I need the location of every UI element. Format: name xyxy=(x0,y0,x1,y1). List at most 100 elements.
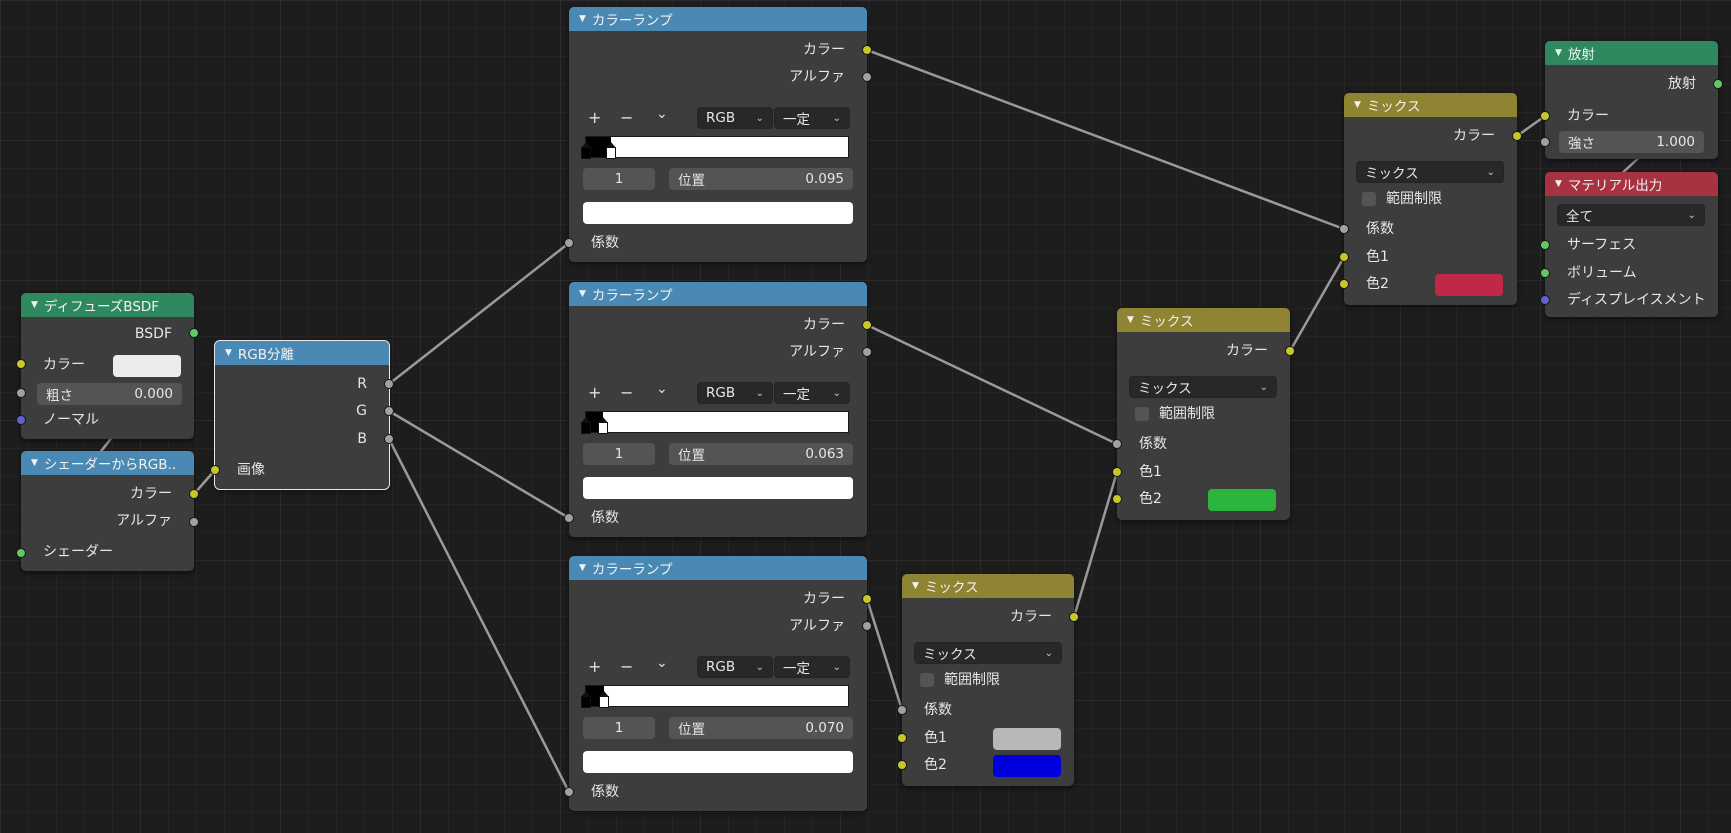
bsdf-output-socket[interactable] xyxy=(189,328,199,338)
diffuse-bsdf-header[interactable]: ▼ディフューズBSDF xyxy=(21,293,194,317)
color-input-socket[interactable] xyxy=(1540,111,1550,121)
blend-mode-dropdown[interactable]: ミックス⌄ xyxy=(1129,376,1277,398)
b-output-socket[interactable] xyxy=(384,434,394,444)
node-link-4[interactable] xyxy=(387,409,571,520)
stop-index-field[interactable]: 1 xyxy=(583,717,655,739)
color-ramp-gradient[interactable] xyxy=(581,136,849,159)
color1-input-socket[interactable] xyxy=(1112,467,1122,477)
color-output-socket[interactable] xyxy=(189,489,199,499)
color-stop-0[interactable] xyxy=(581,691,591,708)
color-ramp-header[interactable]: ▼カラーランプ xyxy=(569,556,867,580)
stop-index-field[interactable]: 1 xyxy=(583,168,655,190)
mix-header[interactable]: ▼ミックス xyxy=(1117,308,1290,332)
displacement-input-socket[interactable] xyxy=(1540,295,1550,305)
remove-stop-button[interactable]: − xyxy=(620,657,634,676)
factor-input-socket[interactable] xyxy=(564,787,574,797)
separate-rgb-node[interactable]: ▼RGB分離 R G B 画像 xyxy=(210,340,394,490)
color-output-socket[interactable] xyxy=(1069,612,1079,622)
color-output-socket[interactable] xyxy=(862,45,872,55)
node-link-8[interactable] xyxy=(865,597,904,712)
g-output-socket[interactable] xyxy=(384,406,394,416)
render-target-dropdown[interactable]: 全て⌄ xyxy=(1557,204,1705,226)
image-input-socket[interactable] xyxy=(210,465,220,475)
clamp-checkbox[interactable] xyxy=(1135,407,1149,421)
stop-index-field[interactable]: 1 xyxy=(583,443,655,465)
collapse-arrow-icon[interactable]: ▼ xyxy=(912,581,919,591)
blend-mode-dropdown[interactable]: ミックス⌄ xyxy=(1356,161,1504,183)
color2-swatch[interactable] xyxy=(993,755,1061,777)
material-output-node[interactable]: ▼マテリアル出力 全て⌄ サーフェス ボリューム ディスプレイスメント xyxy=(1540,172,1718,317)
r-output-socket[interactable] xyxy=(384,379,394,389)
collapse-arrow-icon[interactable]: ▼ xyxy=(1127,315,1134,325)
factor-input-socket[interactable] xyxy=(564,513,574,523)
stop-color-field[interactable] xyxy=(583,477,853,499)
ramp-menu-chevron-icon[interactable]: ⌄ xyxy=(656,106,668,122)
shader-to-rgb-node[interactable]: ▼シェーダーからRGB.. カラー アルファ シェーダー xyxy=(16,451,199,571)
factor-input-socket[interactable] xyxy=(1339,224,1349,234)
add-stop-button[interactable]: + xyxy=(588,108,602,127)
collapse-arrow-icon[interactable]: ▼ xyxy=(31,458,38,468)
collapse-arrow-icon[interactable]: ▼ xyxy=(1555,48,1562,58)
color-stop-1[interactable] xyxy=(599,691,610,708)
color-ramp-header[interactable]: ▼カラーランプ xyxy=(569,7,867,31)
color-input-socket[interactable] xyxy=(16,359,26,369)
color1-input-socket[interactable] xyxy=(1339,252,1349,262)
color-output-socket[interactable] xyxy=(862,594,872,604)
color1-input-socket[interactable] xyxy=(897,733,907,743)
factor-input-socket[interactable] xyxy=(564,238,574,248)
color-swatch[interactable] xyxy=(113,355,181,377)
interpolation-dropdown[interactable]: 一定⌄ xyxy=(774,382,850,404)
color-stop-1[interactable] xyxy=(605,142,616,159)
color2-swatch[interactable] xyxy=(1208,489,1276,511)
separate-rgb-header[interactable]: ▼RGB分離 xyxy=(215,341,389,365)
color2-input-socket[interactable] xyxy=(1339,279,1349,289)
roughness-input-socket[interactable] xyxy=(16,388,26,398)
color2-input-socket[interactable] xyxy=(1112,494,1122,504)
alpha-output-socket[interactable] xyxy=(862,621,872,631)
factor-input-socket[interactable] xyxy=(897,705,907,715)
collapse-arrow-icon[interactable]: ▼ xyxy=(225,348,232,358)
alpha-output-socket[interactable] xyxy=(189,517,199,527)
color-stop-0[interactable] xyxy=(581,142,591,159)
clamp-checkbox[interactable] xyxy=(1362,192,1376,206)
interpolation-dropdown[interactable]: 一定⌄ xyxy=(774,107,850,129)
color-ramp-gradient[interactable] xyxy=(581,411,849,434)
alpha-output-socket[interactable] xyxy=(862,72,872,82)
color-mode-dropdown[interactable]: RGB⌄ xyxy=(697,656,773,678)
blend-mode-dropdown[interactable]: ミックス⌄ xyxy=(914,642,1062,664)
collapse-arrow-icon[interactable]: ▼ xyxy=(1354,100,1361,110)
color-mode-dropdown[interactable]: RGB⌄ xyxy=(697,107,773,129)
stop-color-field[interactable] xyxy=(583,751,853,773)
clamp-checkbox[interactable] xyxy=(920,673,934,687)
normal-input-socket[interactable] xyxy=(16,415,26,425)
strength-input-socket[interactable] xyxy=(1540,137,1550,147)
color-output-socket[interactable] xyxy=(862,320,872,330)
collapse-arrow-icon[interactable]: ▼ xyxy=(1555,179,1562,189)
alpha-output-socket[interactable] xyxy=(862,347,872,357)
material-output-header[interactable]: ▼マテリアル出力 xyxy=(1545,172,1718,196)
collapse-arrow-icon[interactable]: ▼ xyxy=(579,289,586,299)
color-output-socket[interactable] xyxy=(1285,346,1295,356)
collapse-arrow-icon[interactable]: ▼ xyxy=(579,563,586,573)
add-stop-button[interactable]: + xyxy=(588,657,602,676)
mix-header[interactable]: ▼ミックス xyxy=(902,574,1074,598)
node-link-5[interactable] xyxy=(387,437,571,794)
surface-input-socket[interactable] xyxy=(1540,240,1550,250)
color-output-socket[interactable] xyxy=(1512,131,1522,141)
factor-input-socket[interactable] xyxy=(1112,439,1122,449)
mix-node-middle[interactable]: ▼ミックス カラー ミックス⌄ 範囲制限 係数 色1 色2 xyxy=(1112,308,1295,520)
node-link-9[interactable] xyxy=(1072,470,1119,619)
color-stop-0[interactable] xyxy=(581,417,591,434)
color-ramp-gradient[interactable] xyxy=(581,685,849,708)
collapse-arrow-icon[interactable]: ▼ xyxy=(579,14,586,24)
